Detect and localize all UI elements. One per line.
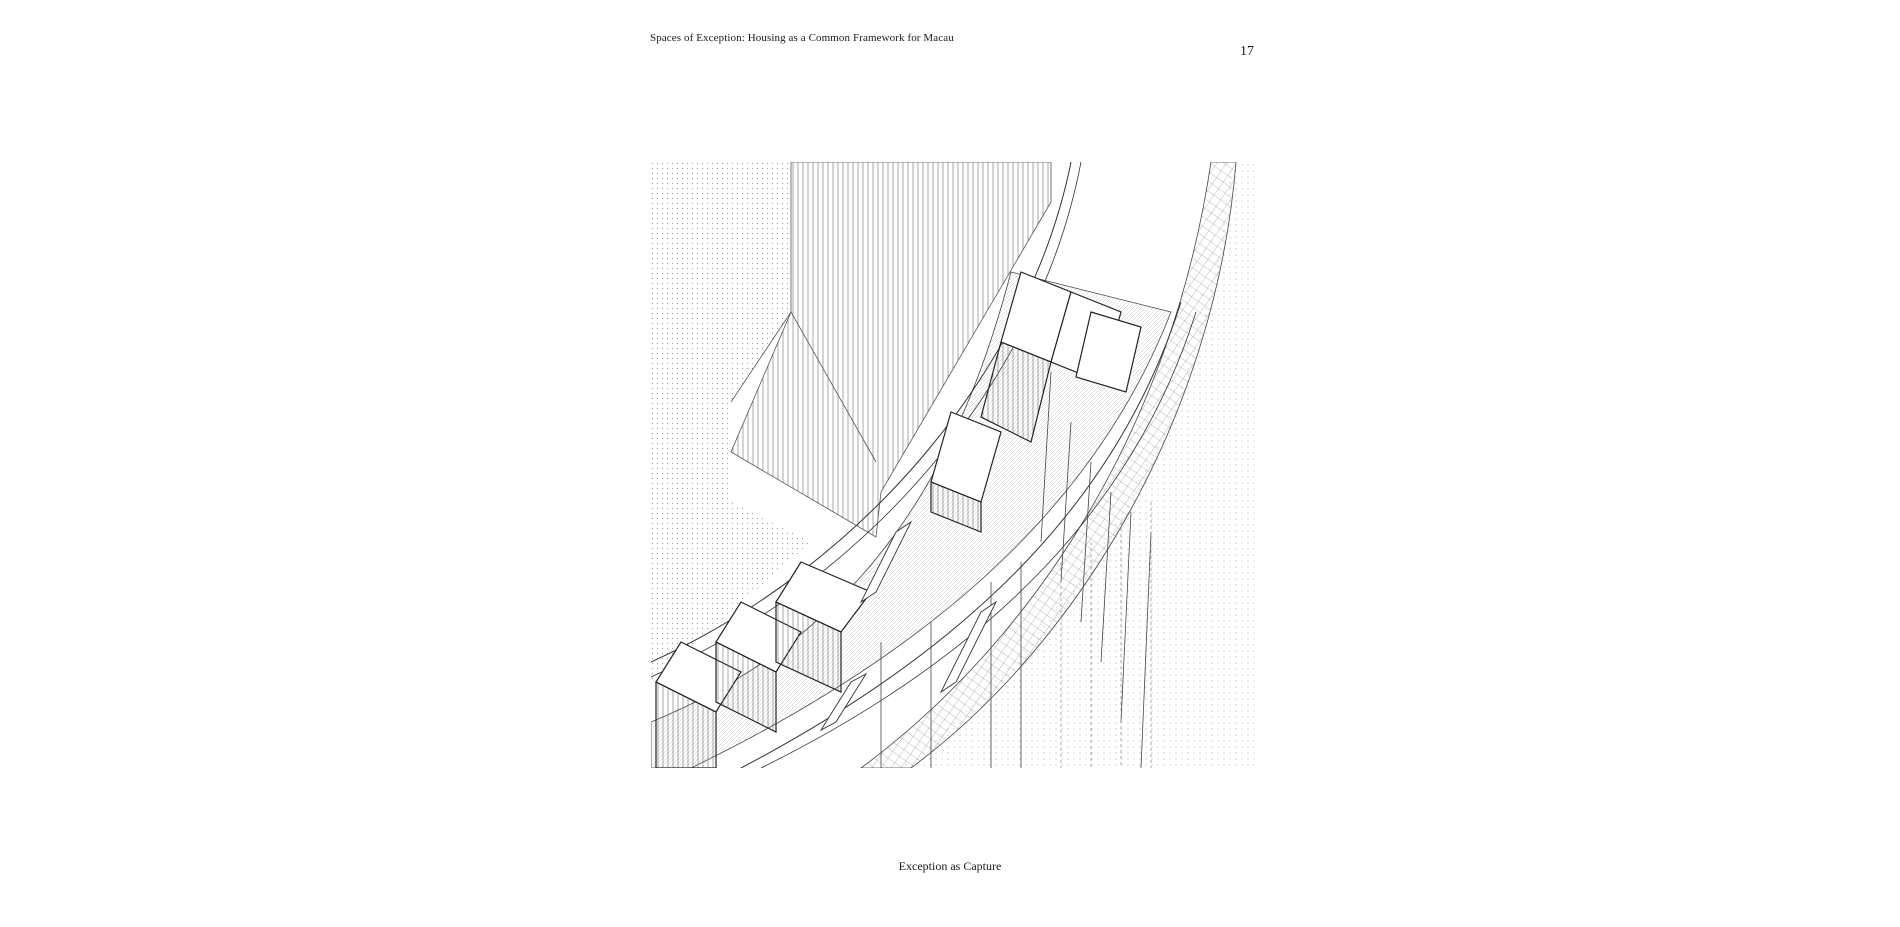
page-number: 17 bbox=[1240, 44, 1254, 59]
figure-caption: Exception as Capture bbox=[898, 859, 1002, 873]
mesh-band bbox=[860, 162, 1237, 768]
drawing-linework bbox=[651, 162, 1257, 768]
benches bbox=[819, 520, 998, 732]
lower-modules bbox=[655, 561, 872, 768]
projection-lines bbox=[1060, 502, 1152, 768]
ground-dotted-area bbox=[651, 162, 811, 682]
running-title: Spaces of Exception: Housing as a Common… bbox=[650, 32, 954, 44]
exterior-green-area bbox=[901, 162, 1257, 768]
axonometric-drawing bbox=[651, 162, 1257, 768]
striped-building bbox=[730, 162, 1052, 538]
upper-modules bbox=[930, 271, 1142, 533]
